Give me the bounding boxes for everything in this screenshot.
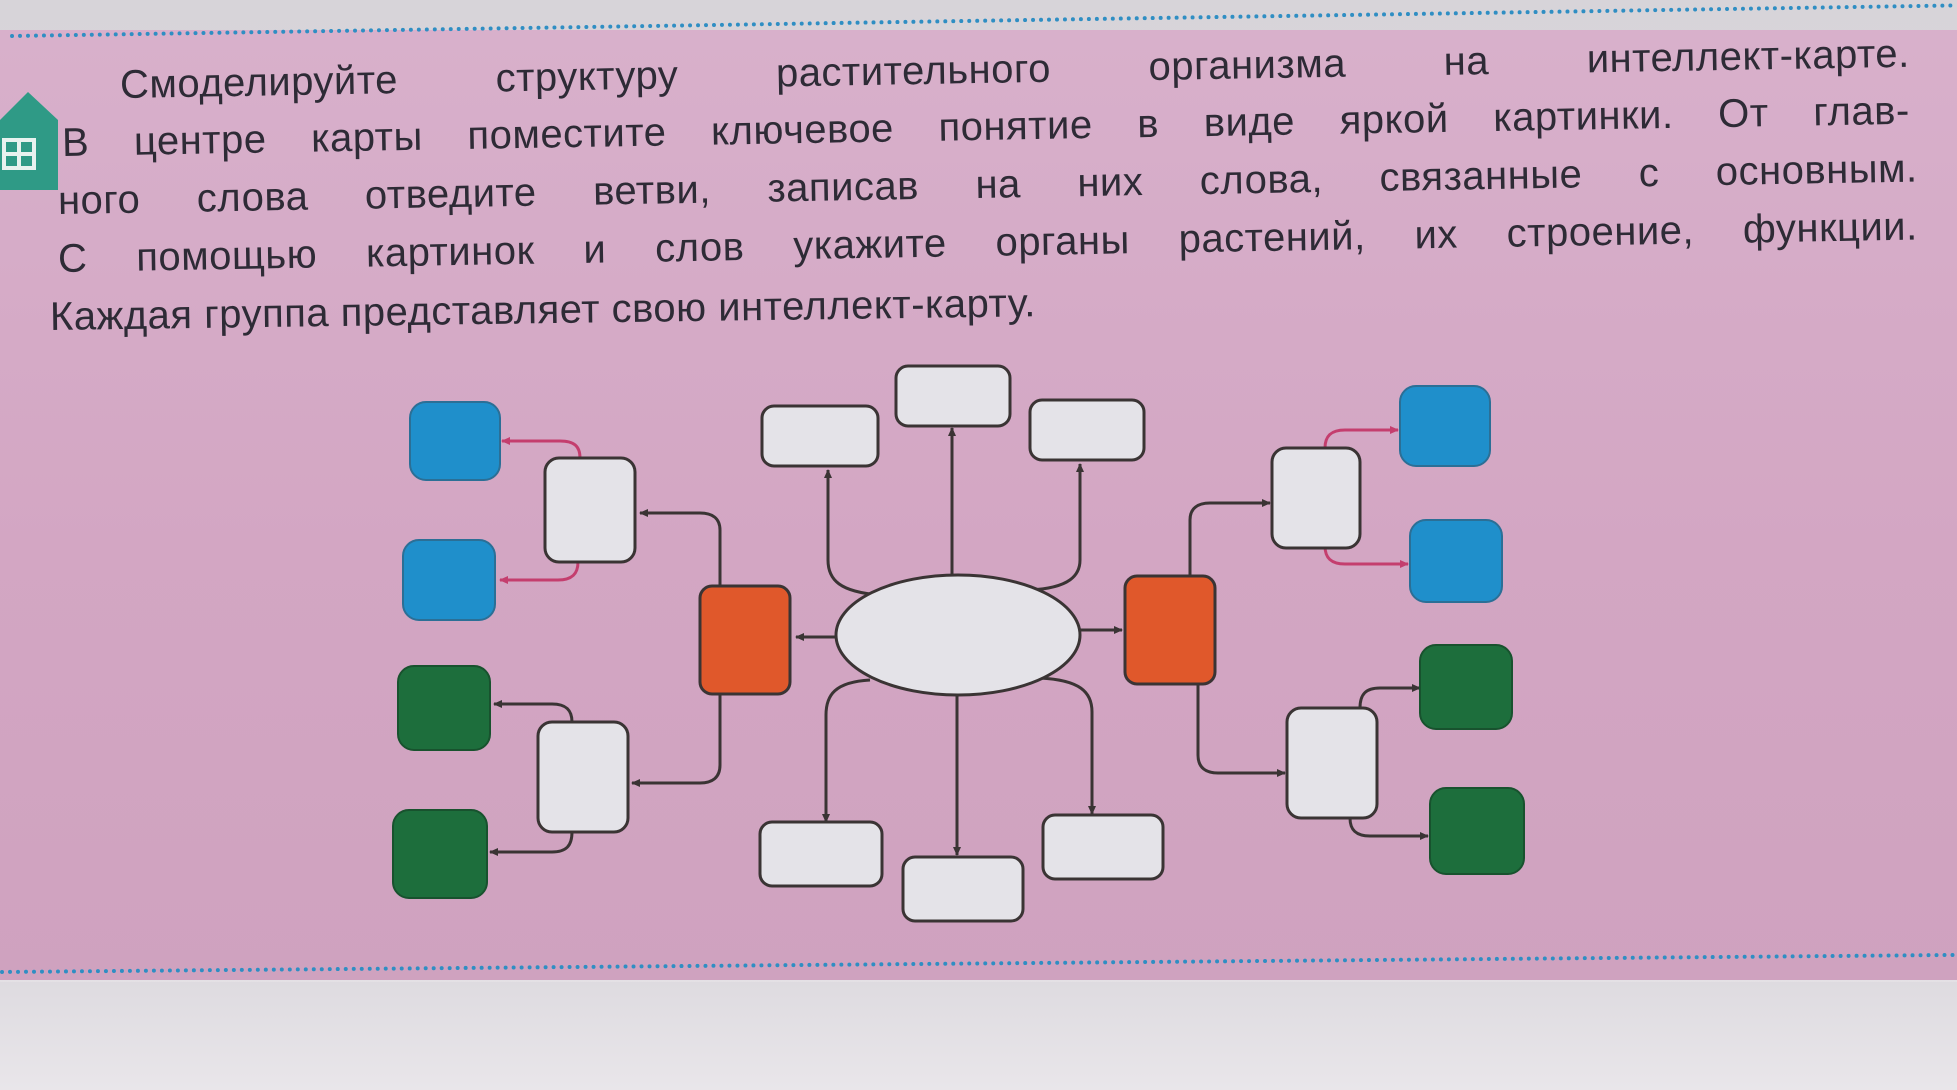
connector [822, 678, 871, 823]
right-sub-box [1285, 706, 1379, 820]
green-leaf-box [1419, 644, 1513, 730]
task-panel [0, 30, 1957, 980]
connector [499, 561, 580, 584]
green-leaf-box [397, 665, 491, 751]
connector [824, 469, 881, 597]
connector [639, 509, 722, 586]
page-margin-bottom [0, 982, 1957, 1090]
blue-leaf-box [1409, 519, 1503, 603]
connector [1323, 426, 1399, 449]
green-leaf-box [392, 809, 488, 899]
left-sub-box [536, 720, 630, 834]
bottom-branch-box [901, 855, 1025, 923]
right-sub-box [1270, 446, 1362, 550]
bottom-branch-box [758, 820, 884, 888]
connector [1358, 684, 1421, 709]
top-branch-box [1028, 398, 1146, 462]
connector [1188, 499, 1271, 575]
green-leaf-box [1429, 787, 1525, 875]
blue-leaf-box [409, 401, 501, 481]
connector [489, 831, 574, 856]
top-branch-box [760, 404, 880, 468]
blue-leaf-box [402, 539, 496, 621]
bottom-branch-box [1041, 813, 1165, 881]
central-concept-oval [834, 573, 1082, 697]
pink-connector-lines [499, 426, 1409, 584]
connector [501, 437, 582, 459]
top-branch-box [894, 364, 1012, 428]
connector [1029, 463, 1084, 592]
connector [1196, 685, 1286, 777]
blue-leaf-box [1399, 385, 1491, 467]
left-sub-box [543, 456, 637, 564]
connector [631, 694, 722, 787]
connector [1323, 545, 1409, 568]
connector [493, 700, 574, 723]
orange-branch-box [698, 584, 792, 696]
orange-branch-box [1123, 574, 1217, 686]
connector [1039, 676, 1096, 815]
house-icon [0, 92, 58, 190]
connector [1348, 817, 1429, 840]
